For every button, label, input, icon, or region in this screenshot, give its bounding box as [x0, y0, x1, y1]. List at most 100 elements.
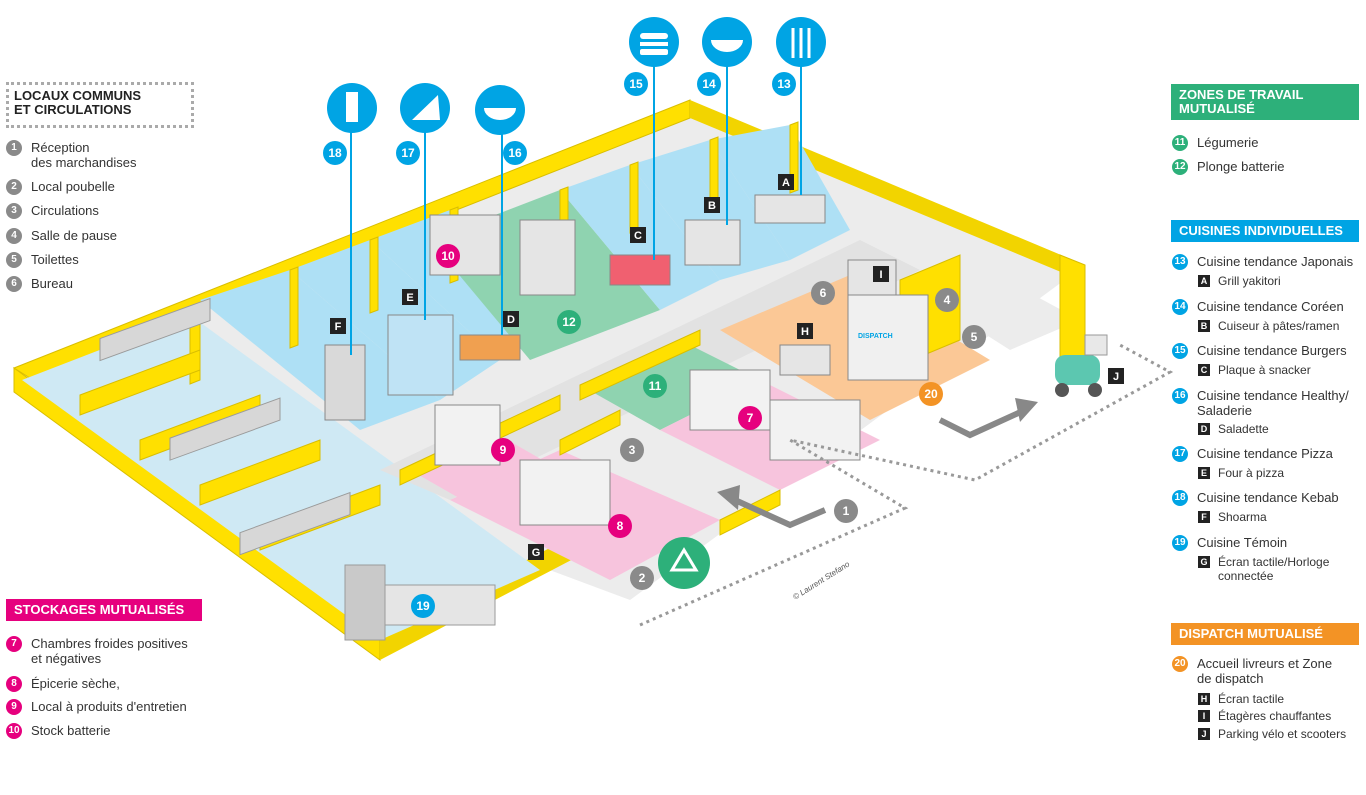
legend-item-5: Toilettes [31, 252, 79, 267]
equipment [324, 194, 929, 526]
legend-num-9: 9 [6, 699, 22, 715]
locaux-title: LOCAUX COMMUNS ET CIRCULATIONS [14, 88, 142, 117]
letter-I: I [879, 269, 882, 281]
letter-H: H [801, 326, 809, 338]
legend-num-6: 6 [6, 276, 22, 292]
stock-9-floor [410, 430, 560, 510]
touch-screen-stand [779, 344, 831, 376]
legend-num-13: 13 [1172, 254, 1188, 270]
legend-item-6: Bureau [31, 276, 73, 291]
legend-letter-E: E [1198, 467, 1210, 479]
storage-10-rack [429, 214, 501, 276]
legend-item-11: Légumerie [1197, 135, 1259, 150]
legend-item-15: Cuisine tendance Burgers [1197, 343, 1347, 358]
legend-num-16: 16 [1172, 388, 1188, 404]
yakitori-grill [754, 194, 826, 224]
legend-num-10: 10 [6, 723, 22, 739]
marker-1: 1 [843, 504, 850, 518]
pizza-icon [400, 83, 450, 133]
letter-A: A [782, 177, 790, 189]
legend-num-18: 18 [1172, 490, 1188, 506]
legend-num-11: 11 [1172, 135, 1188, 151]
legend-item-9: Local à produits d'entretien [31, 699, 187, 714]
shelving-7b [769, 399, 861, 461]
legend-item-14: Cuisine tendance Coréen [1197, 299, 1344, 314]
marker-5: 5 [971, 330, 978, 344]
legend-equip-E: Four à pizza [1218, 466, 1285, 480]
marker-20: 20 [924, 387, 938, 401]
legend-num-7: 7 [6, 636, 22, 652]
legend-num-4: 4 [6, 228, 22, 244]
credit: © Laurent Stefano [791, 559, 851, 601]
legend-item-12: Plonge batterie [1197, 159, 1285, 174]
legend-letter-C: C [1198, 364, 1210, 376]
marker-16: 16 [508, 146, 522, 160]
legend-letter-G: G [1198, 556, 1210, 568]
legend-num-17: 17 [1172, 446, 1188, 462]
locaux-title-box [6, 82, 194, 128]
legend-letter-A: A [1198, 275, 1210, 287]
dispatch-sign: DISPATCH [858, 333, 893, 340]
recycle-icon [658, 537, 710, 589]
legend-num-3: 3 [6, 203, 22, 219]
letter-C: C [634, 230, 642, 242]
dispatch-title: DISPATCH MUTUALISÉ [1171, 623, 1359, 645]
marker-10: 10 [441, 249, 455, 263]
legend-num-2: 2 [6, 179, 22, 195]
legend-num-20: 20 [1172, 656, 1188, 672]
cuisines-title: CUISINES INDIVIDUELLES [1171, 220, 1359, 242]
marker-14: 14 [702, 77, 716, 91]
pasta-cooker [684, 219, 741, 266]
zone-11-floor [580, 340, 760, 430]
dish-washer [519, 219, 576, 296]
legend-letter-I: I [1198, 710, 1210, 722]
marker-7: 7 [747, 411, 754, 425]
legend-letter-J: J [1198, 728, 1210, 740]
legend-letter-H: H [1198, 693, 1210, 705]
letter-F: F [335, 321, 342, 333]
marker-12: 12 [562, 315, 576, 329]
ramen-bowl-icon [702, 17, 752, 67]
stockages-title: STOCKAGES MUTUALISÉS [6, 599, 202, 621]
legend-num-19: 19 [1172, 535, 1188, 551]
marker-13: 13 [777, 77, 791, 91]
marker-15: 15 [629, 77, 643, 91]
legend-num-5: 5 [6, 252, 22, 268]
markers: 18 17 16 15 14 13 19 12 11 10 9 8 7 20 1… [323, 72, 986, 618]
legend-item-19: Cuisine Témoin [1197, 535, 1288, 550]
snack-plate [609, 254, 671, 286]
legend-item-10: Stock batterie [31, 723, 111, 738]
legend-item-8: Épicerie sèche, [31, 676, 120, 691]
legend-letter-D: D [1198, 423, 1210, 435]
marker-2: 2 [639, 571, 646, 585]
letter-G: G [532, 547, 541, 559]
letter-D: D [507, 314, 515, 326]
letter-B: B [708, 200, 716, 212]
letter-J: J [1113, 371, 1119, 383]
legend-num-8: 8 [6, 676, 22, 692]
arrow-head-out [1015, 398, 1038, 422]
shelving-8 [519, 459, 611, 526]
yakitori-icon [776, 17, 826, 67]
legend-num-12: 12 [1172, 159, 1188, 175]
legend-num-14: 14 [1172, 299, 1188, 315]
legend-item-2: Local poubelle [31, 179, 115, 194]
marker-19: 19 [416, 599, 430, 613]
shelving-9 [434, 404, 501, 466]
legend-equip-B: Cuiseur à pâtes/ramen [1218, 319, 1340, 333]
shoarma-machine [324, 344, 366, 421]
letter-E: E [406, 292, 413, 304]
kitchen-19-floor [22, 315, 540, 640]
legend-equip-H: Écran tactile [1218, 692, 1285, 706]
kebab-icon [327, 83, 377, 133]
legend-num-15: 15 [1172, 343, 1188, 359]
legend-item-18: Cuisine tendance Kebab [1197, 490, 1339, 505]
marker-4: 4 [944, 293, 951, 307]
legend-equip-I: Étagères chauffantes [1218, 709, 1332, 723]
marker-17: 17 [401, 146, 415, 160]
legend-num-1: 1 [6, 140, 22, 156]
